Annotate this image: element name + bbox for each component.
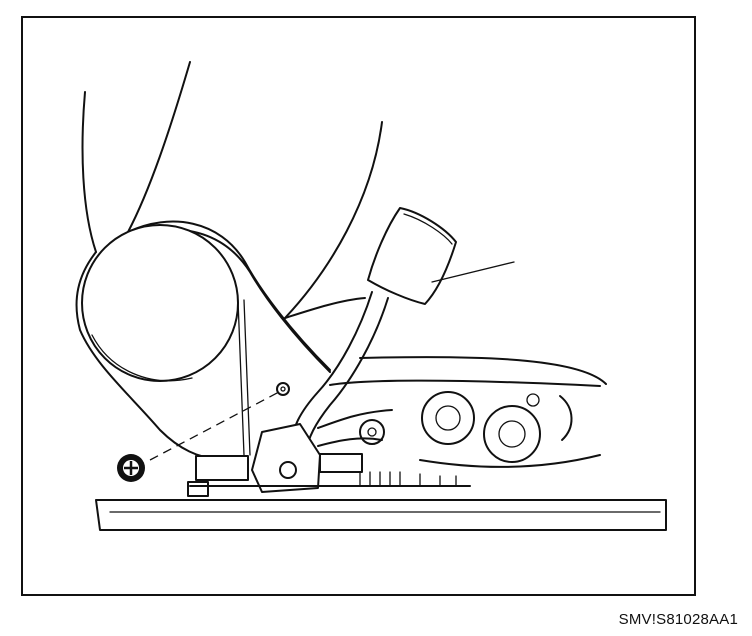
lever-bracket-hole	[279, 461, 297, 479]
seat-cushion-side	[284, 297, 366, 319]
recliner-knob	[81, 224, 239, 382]
latch-foot	[187, 481, 209, 497]
seat-back-inner-line	[81, 91, 97, 253]
bolt-hole-center	[280, 386, 286, 392]
mechanism-gear-1	[421, 391, 475, 445]
seat-back-outline	[127, 61, 191, 233]
latch-block-right	[319, 453, 363, 473]
lever-bracket	[251, 423, 321, 493]
cable-line-1	[237, 299, 245, 456]
frame-upper-rail	[329, 379, 601, 387]
frame-lower-edge	[419, 454, 601, 468]
mechanism-arc	[559, 395, 573, 441]
recliner-cover-inner	[127, 220, 331, 371]
mechanism-gear-1-hub	[435, 405, 461, 431]
lever-arm-lower	[317, 437, 383, 447]
mechanism-pivot-hub	[367, 427, 377, 437]
mechanism-gear-2	[483, 405, 541, 463]
lever-leader-line	[431, 261, 515, 283]
slide-lever-grip	[367, 207, 457, 305]
seat-cushion-outline	[284, 121, 383, 319]
recliner-cover	[75, 251, 216, 459]
cable-line-2	[243, 299, 251, 456]
recliner-knob-shade	[91, 334, 193, 382]
mechanism-small-hole	[526, 393, 540, 407]
seat-cushion-edge	[359, 356, 607, 385]
mechanism-gear-2-hub	[498, 420, 526, 448]
slide-lever-grip-shade	[403, 213, 453, 245]
lever-arm	[317, 409, 393, 429]
phillips-screw-icon	[117, 454, 145, 482]
seat-rail	[95, 499, 667, 531]
slide-lever-rod-inner	[305, 297, 389, 453]
leader-line	[149, 391, 280, 461]
bolt-hole	[276, 382, 290, 396]
figure-code: SMV!S81028AA1	[618, 611, 738, 628]
latch-block-left	[195, 455, 249, 481]
rail-teeth	[359, 471, 457, 487]
